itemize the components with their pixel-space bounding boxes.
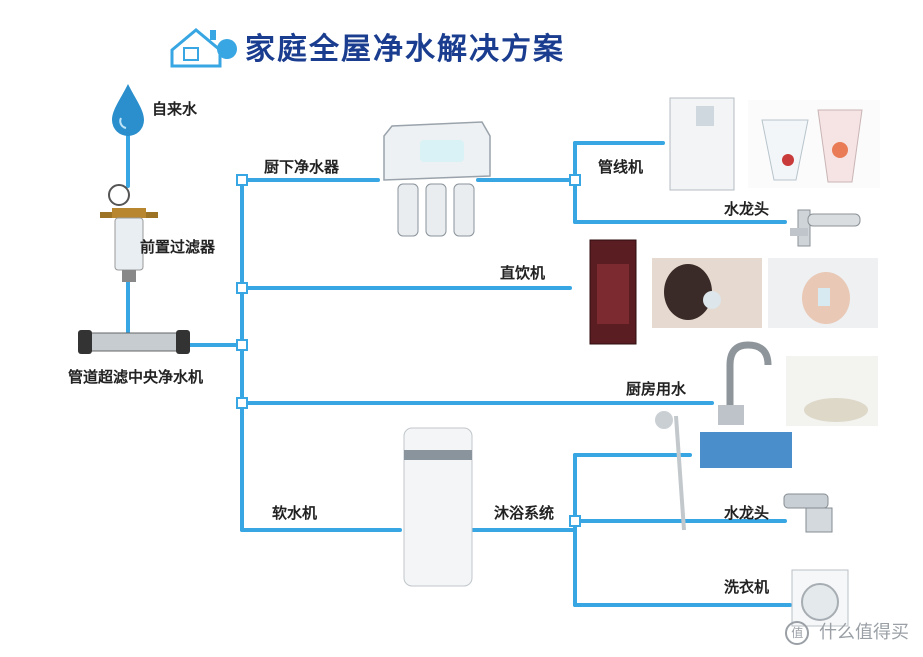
softener-icon (403, 427, 473, 587)
drinking-girl-photo (768, 258, 878, 328)
tap-water-label: 自来水 (152, 100, 198, 118)
bathtub-photo (700, 432, 792, 488)
central-purifier-label: 管道超滤中央净水机 (68, 368, 204, 386)
under-sink-purifier-icon (383, 121, 491, 237)
pipeline-machine-label: 管线机 (598, 158, 644, 176)
watermark-text: 什么值得买 (819, 622, 909, 643)
pipe-network (126, 132, 792, 607)
bath-system-label: 沐浴系统 (494, 504, 555, 522)
house-logo-icon (170, 28, 237, 68)
drinking-woman-photo (652, 258, 762, 328)
watermark-logo-icon: 值 (785, 621, 810, 645)
shower-icon (655, 411, 686, 531)
central-purifier-icon (78, 330, 190, 354)
pipeline-machine-icon (669, 97, 735, 191)
pipe-joints (236, 174, 581, 527)
under-sink-label: 厨下净水器 (264, 158, 340, 176)
kitchen-water-label: 厨房用水 (626, 380, 687, 398)
washer-label: 洗衣机 (724, 578, 770, 596)
drinking-glasses-photo (748, 100, 880, 188)
washing-machine-icon (791, 569, 849, 627)
softener-label: 软水机 (272, 504, 318, 522)
pre-filter-icon (100, 184, 158, 282)
page-title: 家庭全屋净水解决方案 (245, 32, 565, 67)
water-drop-icon (112, 84, 144, 136)
direct-drink-label: 直饮机 (500, 264, 546, 282)
faucet-bath-label: 水龙头 (724, 504, 770, 522)
pre-filter-label: 前置过滤器 (140, 238, 216, 256)
faucet-kitchen-label: 水龙头 (724, 200, 770, 218)
direct-drinker-icon (589, 239, 637, 345)
kitchen-tap-icon (718, 341, 772, 425)
kitchen-faucet-icon (790, 209, 861, 247)
watermark: 值 什么值得买 (785, 618, 909, 645)
kitchen-washing-photo (786, 356, 878, 426)
basin-faucet-icon (783, 493, 833, 533)
